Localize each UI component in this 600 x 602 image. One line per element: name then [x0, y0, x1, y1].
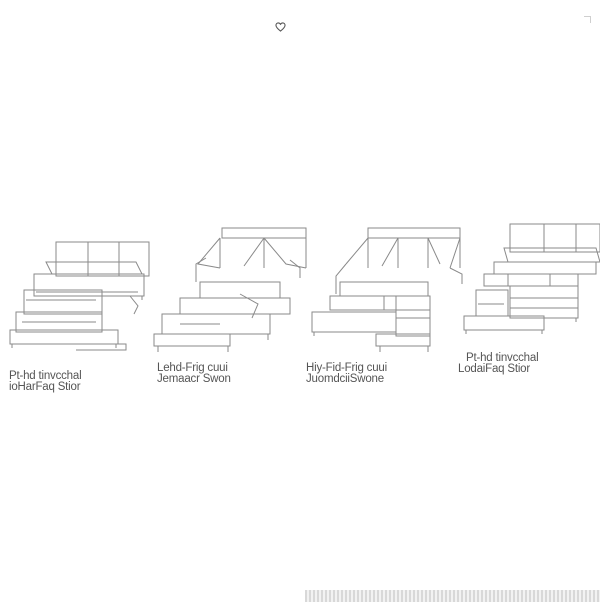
product-caption-3-line1: Hiy-Fid-Frig cuui	[306, 362, 387, 374]
product-caption-4-line2: LodaiFaq Stior	[458, 363, 530, 375]
product-caption-1[interactable]: Pt-hd tinvcchal ioHarFaq Stior	[9, 370, 82, 393]
product-caption-4[interactable]: Pt-hd tinvcchal LodaiFaq Stior	[458, 352, 539, 375]
product-caption-3[interactable]: Hiy-Fid-Frig cuui JuomdciiSwone	[306, 362, 387, 385]
product-image-2[interactable]	[140, 224, 308, 356]
product-caption-2-line2: Jemaacr Swon	[157, 373, 231, 385]
product-caption-4-line1: Pt-hd tinvcchal	[466, 352, 539, 364]
heart-outline-icon	[274, 22, 286, 32]
product-image-4[interactable]	[448, 220, 600, 340]
product-caption-2-line1: Lehd-Frig cuui	[157, 362, 228, 374]
product-image-3[interactable]	[300, 224, 468, 356]
product-caption-1-line1: Pt-hd tinvcchal	[9, 370, 82, 382]
corner-mark	[584, 16, 591, 23]
product-caption-1-line2: ioHarFaq Stior	[9, 381, 81, 393]
product-caption-2[interactable]: Lehd-Frig cuui Jemaacr Swon	[157, 362, 231, 385]
favorite-button[interactable]	[271, 18, 289, 36]
bottom-strip	[305, 590, 600, 602]
product-image-1[interactable]	[6, 234, 156, 354]
product-caption-3-line2: JuomdciiSwone	[306, 373, 384, 385]
